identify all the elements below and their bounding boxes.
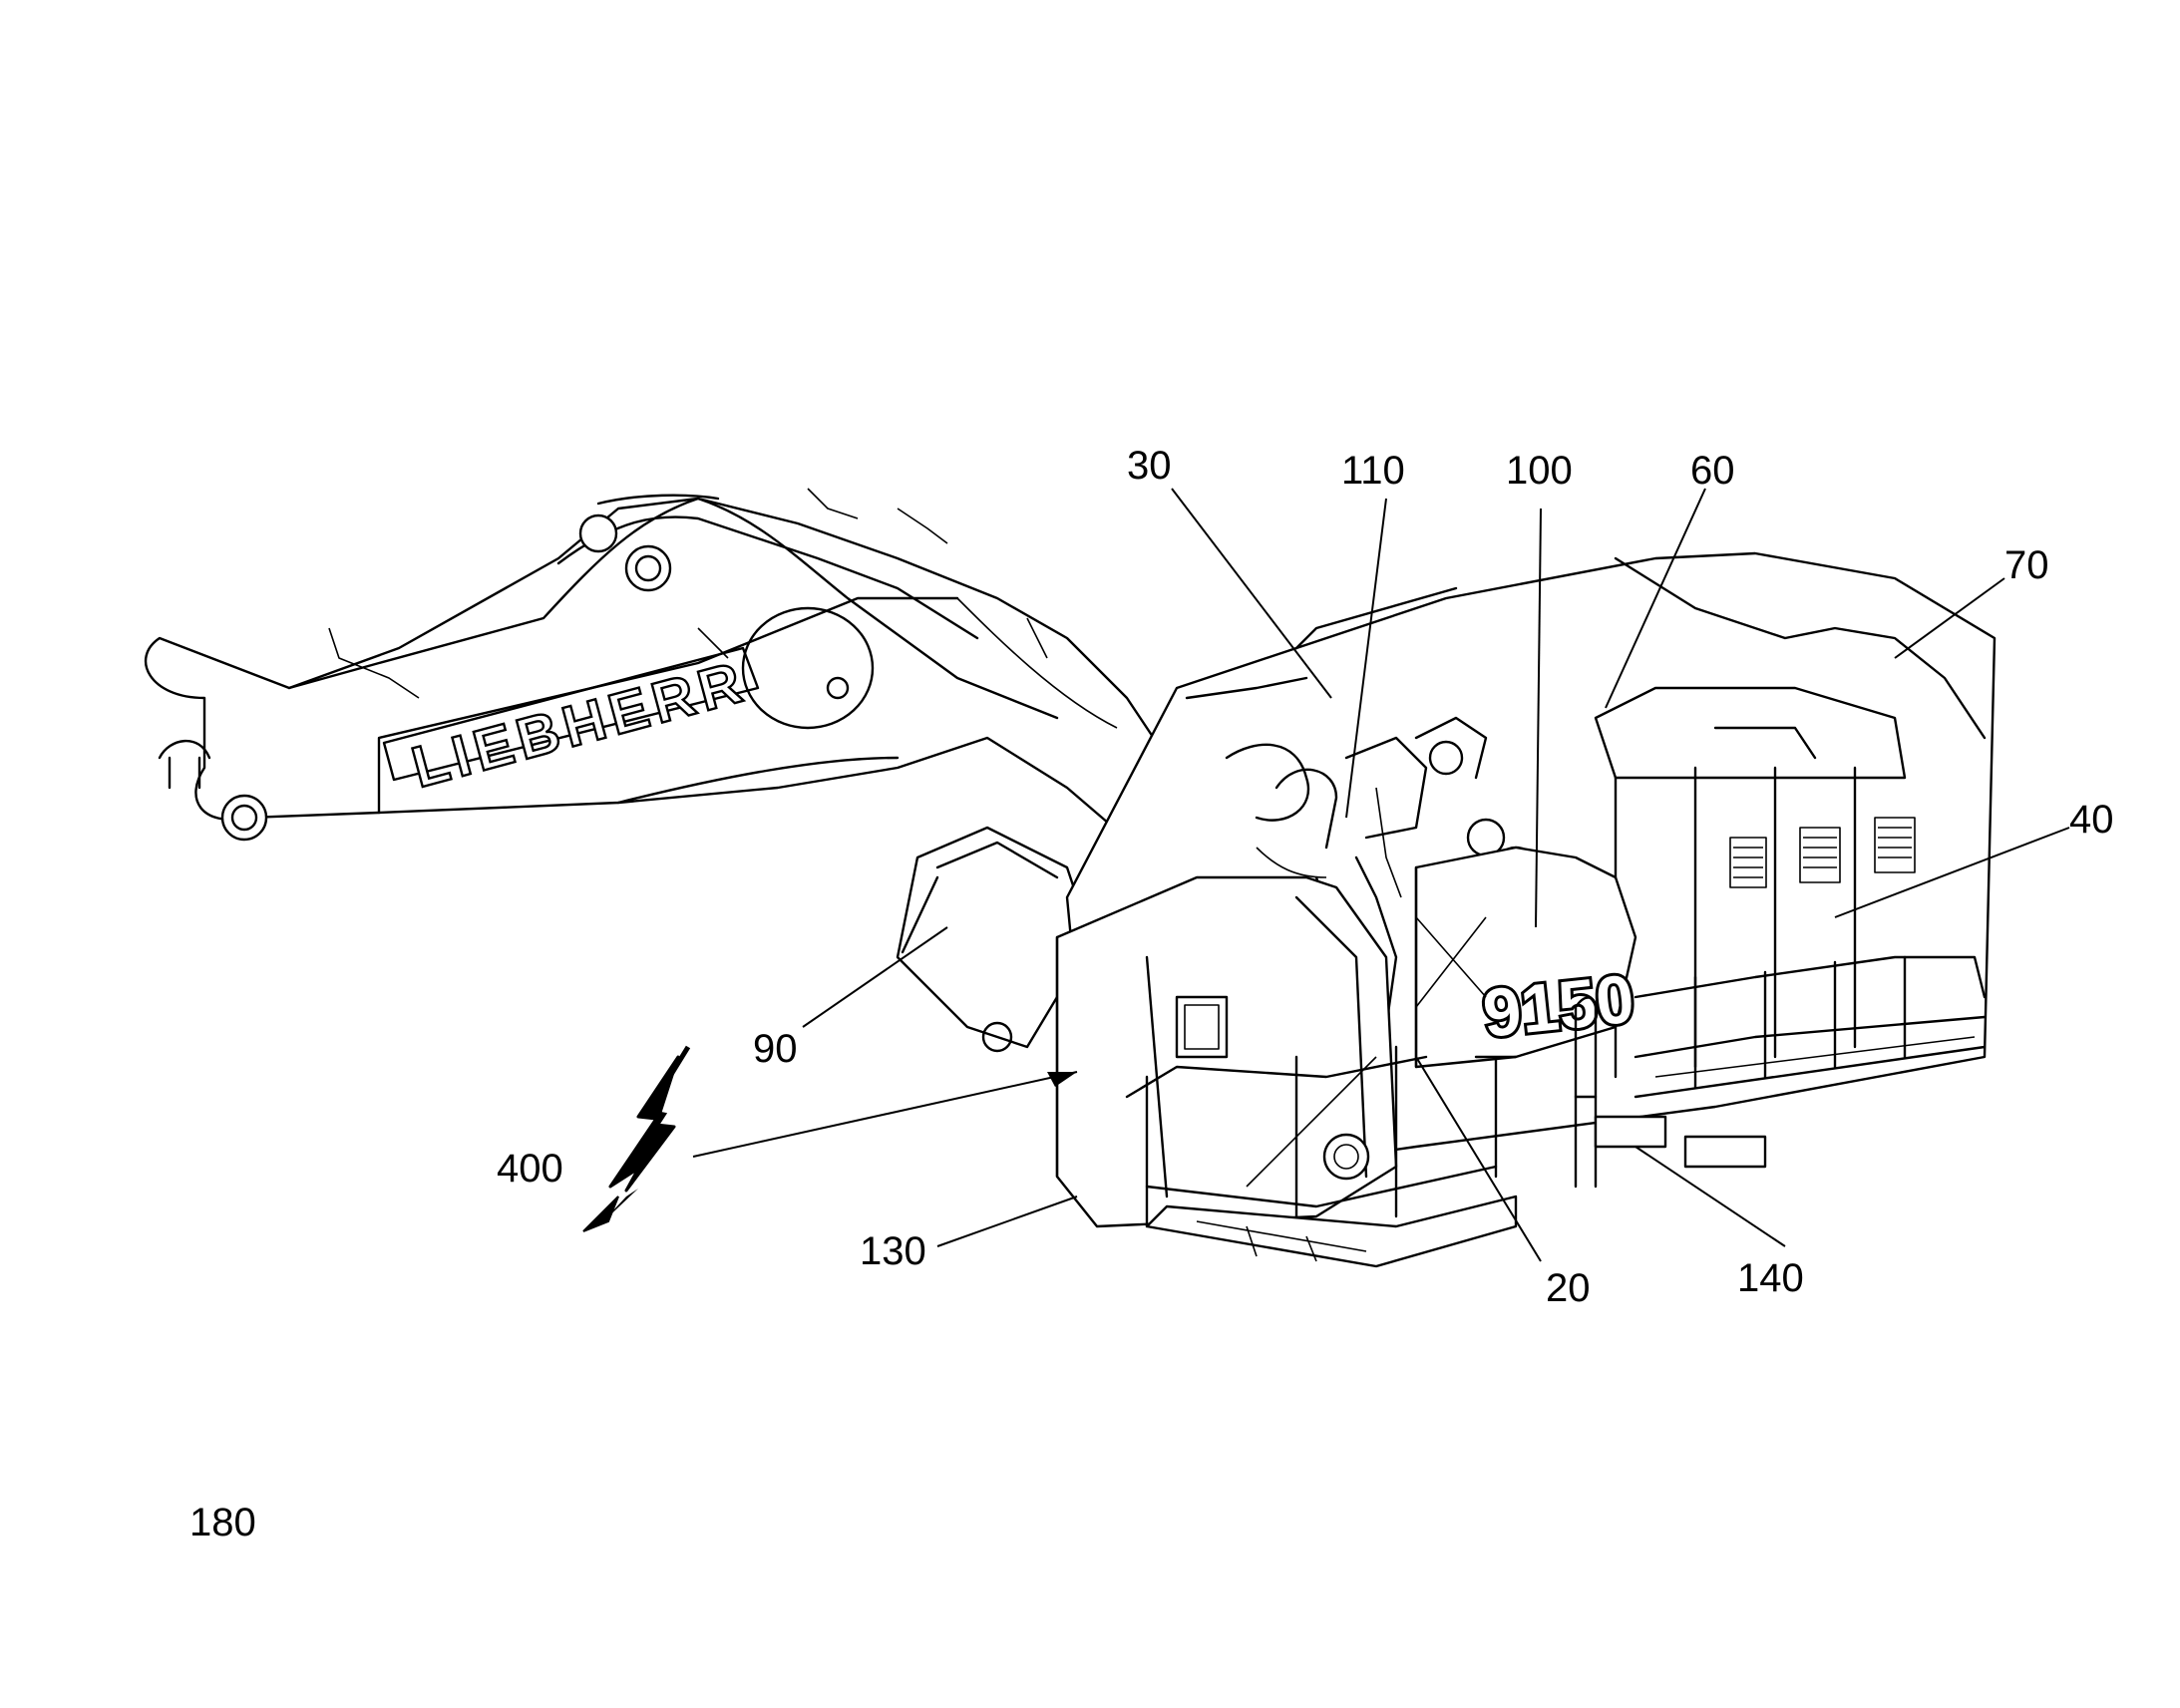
ref-30: 30 [1127,444,1172,488]
boom-arm: LIEBHERR [144,488,1199,850]
leader-20 [1415,1056,1542,1262]
leader-110 [1345,498,1387,819]
access-ladder [1683,1135,1767,1169]
ref-400: 400 [497,1147,563,1191]
leader-30 [1171,488,1332,699]
louvre-grille-3 [1874,817,1916,873]
operator-cab [1055,875,1398,1228]
ref-110: 110 [1341,449,1405,493]
ref-20: 20 [1546,1266,1591,1310]
leader-400 [692,1071,1078,1158]
reference-numerals: 30 110 100 60 70 40 90 400 130 20 140 18… [189,444,2114,1544]
ref-40: 40 [2069,798,2114,842]
round-hatch [741,606,875,730]
leader-70 [1894,577,2005,659]
ref-180: 180 [189,1501,256,1544]
ref-60: 60 [1690,449,1735,493]
model-number: 9150 [1480,961,1637,1052]
lightning-bolt-icon [582,1045,691,1232]
railings-walkway [1125,955,1987,1268]
louvre-grille-2 [1799,827,1841,883]
louvre-grille-1 [1729,837,1767,888]
boom-foot-pin [220,794,268,842]
ref-130: 130 [860,1229,926,1273]
access-step [1594,1115,1667,1149]
ref-90: 90 [753,1027,798,1071]
ref-140: 140 [1737,1256,1804,1300]
leader-40 [1834,827,2070,918]
leader-130 [936,1196,1078,1247]
leader-90 [802,926,948,1028]
ref-100: 100 [1506,449,1573,493]
leader-60 [1605,488,1706,709]
door-handle [1322,1133,1370,1181]
boom-pivot-pin [624,544,672,592]
leader-100 [1535,508,1542,928]
component-housing-90 [896,826,1079,1053]
leader-lines [692,488,2070,1262]
leader-140 [1635,1146,1786,1247]
ref-70: 70 [2004,543,2049,587]
